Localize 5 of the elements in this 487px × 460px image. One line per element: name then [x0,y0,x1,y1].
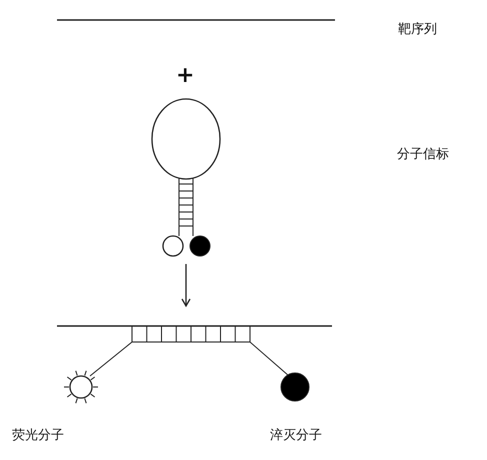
plus-sign: + [176,64,194,88]
quencher-label: 淬灭分子 [270,428,322,444]
fluorophore-label: 荧光分子 [12,428,64,444]
target-sequence-label: 靶序列 [398,22,437,38]
beacon-label: 分子信标 [397,147,449,163]
